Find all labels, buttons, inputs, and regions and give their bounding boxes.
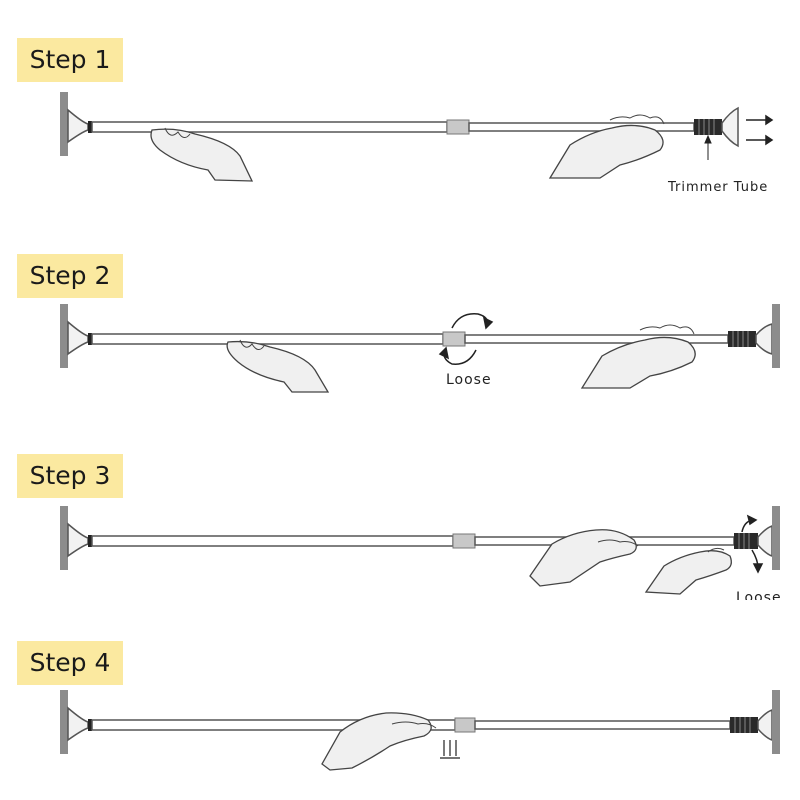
step-4-label: Step 4 bbox=[17, 641, 123, 685]
hand-icon bbox=[580, 324, 696, 389]
trimmer-tube-icon bbox=[734, 506, 780, 570]
hand-icon bbox=[548, 114, 665, 179]
wall-plate-icon bbox=[60, 690, 92, 754]
push-arrow-icon bbox=[746, 114, 774, 146]
trimmer-tube-icon bbox=[728, 304, 780, 368]
lock-marker-icon bbox=[440, 740, 460, 759]
trimmer-tube-caption: Trimmer Tube bbox=[667, 180, 768, 195]
wall-plate-icon bbox=[60, 92, 92, 156]
step-3-label: Step 3 bbox=[17, 454, 123, 498]
step-1-label: Step 1 bbox=[17, 38, 123, 82]
hand-icon bbox=[226, 339, 330, 393]
step-1-diagram: Trimmer Tube bbox=[0, 0, 800, 195]
trimmer-tube-icon bbox=[730, 690, 780, 754]
step-2-label: Step 2 bbox=[17, 254, 123, 298]
pointer-arrow-icon bbox=[704, 134, 712, 160]
rotate-arrow-icon bbox=[741, 514, 764, 574]
hand-icon bbox=[644, 547, 732, 595]
wall-plate-icon bbox=[60, 506, 92, 570]
loose-caption: Loose bbox=[736, 590, 782, 600]
trimmer-tube-icon bbox=[694, 106, 739, 148]
wall-plate-icon bbox=[60, 304, 92, 368]
step-3-diagram: Loose bbox=[0, 400, 800, 600]
hand-icon bbox=[150, 127, 254, 182]
loose-caption: Loose bbox=[446, 372, 492, 388]
hand-icon bbox=[321, 712, 437, 771]
step-2-diagram: Loose bbox=[0, 200, 800, 393]
rotate-arrow-icon bbox=[438, 313, 494, 365]
hand-icon bbox=[529, 529, 639, 587]
step-4-diagram bbox=[0, 600, 800, 790]
